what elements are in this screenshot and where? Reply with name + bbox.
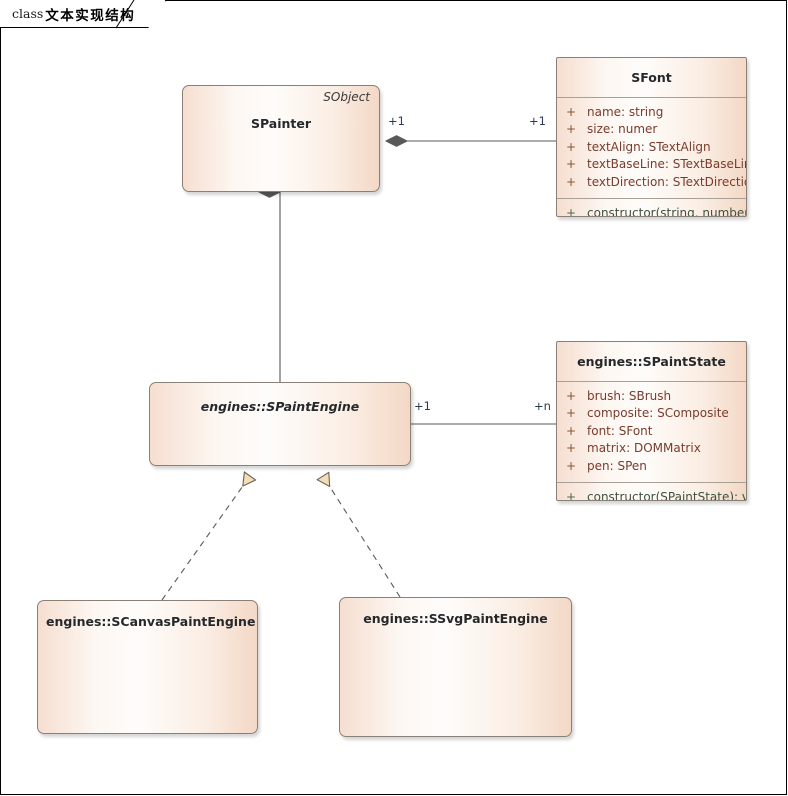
relation-ssvgpaintengine-realizes [323,476,401,598]
attribute-signature: textBaseLine: STextBaseLine [587,157,747,172]
class-attributes-spaintstate: + brush: SBrush + composite: SComposite … [557,382,746,483]
class-attribute-row: + composite: SComposite [557,405,746,423]
class-title-ssvgpaintengine: engines::SSvgPaintEngine [363,611,548,626]
visibility-marker: + [566,490,577,501]
diagram-tab-keyword: class [12,6,44,21]
class-attribute-row: + textDirection: STextDirection [557,174,746,192]
multiplicity-spainter-sfont-source: +1 [388,114,405,128]
class-separator [557,198,746,200]
class-attributes-sfont: + name: string + size: numer + textAlign… [557,98,746,199]
attribute-signature: composite: SComposite [587,406,729,421]
class-box-scanvaspaintengine[interactable]: engines::SCanvasPaintEngine [37,600,258,734]
class-box-sfont[interactable]: SFont + name: string + size: numer + tex… [556,57,747,217]
class-box-spainter[interactable]: SObject SPainter [182,85,380,192]
class-title-scanvaspaintengine: engines::SCanvasPaintEngine [46,614,256,629]
visibility-marker: + [566,157,577,172]
class-title-spaintstate: engines::SPaintState [577,354,726,369]
attribute-signature: font: SFont [587,423,653,438]
class-attribute-row: + size: numer [557,121,746,139]
class-box-ssvgpaintengine[interactable]: engines::SSvgPaintEngine [339,597,572,737]
class-method-row: + constructor(SPaintState): void [557,489,746,501]
multiplicity-spaintengine-spaintstate-source: +1 [414,399,431,413]
class-separator [557,482,746,484]
class-methods-sfont: + constructor(string, number): void [557,199,746,217]
attribute-signature: size: numer [587,122,658,137]
class-separator [557,96,746,98]
visibility-marker: + [566,174,577,189]
attribute-signature: matrix: DOMMatrix [587,441,701,456]
visibility-marker: + [566,104,577,119]
class-attribute-row: + textAlign: STextAlign [557,139,746,157]
class-box-spaintengine[interactable]: engines::SPaintEngine [149,382,411,466]
class-title-sfont: SFont [631,70,672,85]
attribute-signature: name: string [587,104,664,119]
method-signature: constructor(SPaintState): void [587,490,746,501]
class-methods-spaintstate: + constructor(SPaintState): void [557,483,746,501]
visibility-marker: + [566,122,577,137]
class-box-spaintstate[interactable]: engines::SPaintState + brush: SBrush + c… [556,341,747,501]
attribute-signature: brush: SBrush [587,388,672,403]
visibility-marker: + [566,206,577,217]
class-stereotype-spainter: SObject [323,90,370,104]
visibility-marker: + [566,406,577,421]
relation-scanvaspaintengine-realizes [161,476,250,601]
diagram-tab-title: 文本实现结构 [45,7,136,24]
class-method-row: + constructor(string, number): void [557,205,746,217]
method-signature: constructor(string, number): void [587,206,746,217]
visibility-marker: + [566,441,577,456]
class-attribute-row: + brush: SBrush [557,388,746,406]
class-attribute-row: + font: SFont [557,423,746,441]
class-attribute-row: + pen: SPen [557,458,746,476]
visibility-marker: + [566,423,577,438]
visibility-marker: + [566,388,577,403]
class-title-spaintengine: engines::SPaintEngine [200,399,360,414]
attribute-signature: textAlign: STextAlign [587,139,711,154]
attribute-signature: pen: SPen [587,458,647,473]
class-attribute-row: + textBaseLine: STextBaseLine [557,156,746,174]
attribute-signature: textDirection: STextDirection [587,174,747,189]
multiplicity-spaintengine-spaintstate-target: +n [534,399,551,413]
diagram-title-tab: class 文本实现结构 [0,0,166,28]
visibility-marker: + [566,458,577,473]
class-attribute-row: + matrix: DOMMatrix [557,440,746,458]
class-attribute-row: + name: string [557,104,746,122]
multiplicity-spainter-sfont-target: +1 [529,114,546,128]
class-title-spainter: SObject SPainter [183,86,379,143]
visibility-marker: + [566,139,577,154]
class-name-spainter: SPainter [250,116,312,131]
class-separator [557,380,746,382]
